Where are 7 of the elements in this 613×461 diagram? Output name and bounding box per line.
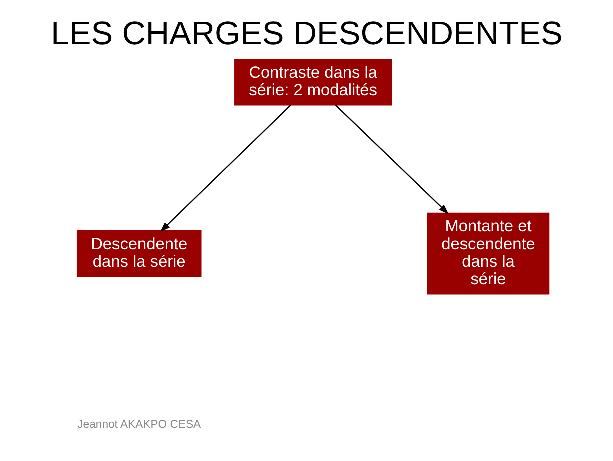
node-box: Contraste dans la série: 2 modalités [234, 59, 392, 106]
node-box: Montante et descendente dans la série [426, 212, 550, 295]
node-box: Descendente dans la série [76, 230, 202, 278]
arrow [334, 104, 449, 214]
label: Jeannot AKAKPO CESA [77, 419, 201, 432]
arrow [160, 104, 291, 232]
diagram-title: LES CHARGES DESCENDENTES [50, 14, 562, 52]
